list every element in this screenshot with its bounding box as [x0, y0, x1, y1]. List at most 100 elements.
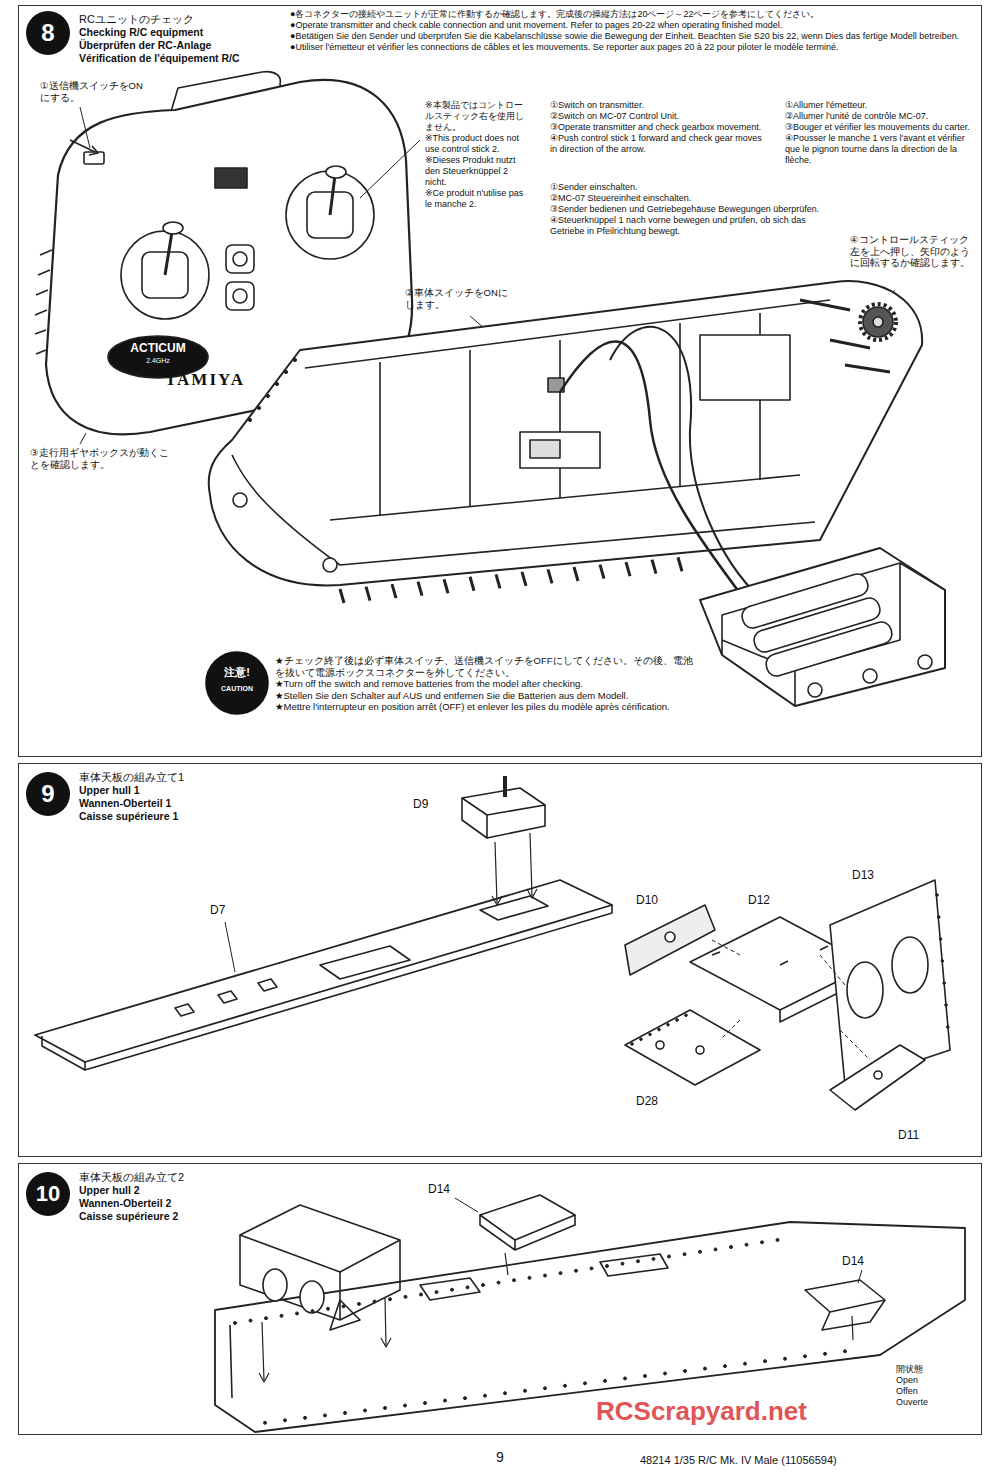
drawing-path: [462, 798, 545, 838]
drawing-path: [259, 1338, 391, 1382]
callout-note: ④コントロールスティック左を上へ押し、矢印のように回転するか確認します。: [850, 234, 972, 269]
drawing-circle: [275, 382, 278, 385]
drawing-path: [480, 1215, 575, 1250]
label-group: ●各コネクターの接続やユニットが正常に作動するか確認します。完成後の操縦方法は2…: [290, 9, 980, 53]
drawing-circle: [206, 652, 268, 714]
drawing-circle: [863, 669, 877, 683]
drawing-circle: [844, 1350, 847, 1353]
drawing-path: [225, 922, 235, 972]
part-number: D10: [636, 893, 676, 908]
drawing-circle: [860, 304, 896, 340]
drawing-path: [712, 946, 828, 965]
drawing-path: [240, 1235, 400, 1320]
drawing-circle: [544, 1274, 547, 1277]
drawing-circle: [761, 1241, 764, 1244]
step-number: 10: [26, 1172, 70, 1216]
label-group: ※本製品ではコントロールスティック右を使用しません。※This product …: [425, 100, 525, 210]
drawing-circle: [824, 1352, 827, 1355]
instruction-step: ④Push control stick 1 forward and check …: [550, 133, 765, 155]
brand-logo: ACTICUM: [118, 341, 198, 356]
drawing-circle: [311, 1310, 314, 1313]
drawing-circle: [685, 1014, 688, 1017]
drawing-path: [175, 1004, 194, 1016]
step-title: Upper hull 2: [79, 1184, 184, 1197]
drawing-circle: [404, 1404, 407, 1407]
drawing-circle: [947, 1026, 950, 1029]
drawing-path: [600, 1254, 668, 1276]
callout-note: ※本製品ではコントロールスティック右を使用しません。: [425, 100, 525, 133]
step-title-jp: RCユニットのチェック: [79, 13, 240, 26]
drawing-circle: [945, 1004, 948, 1007]
instruction-step: ③Operate transmitter and check gearbox m…: [550, 122, 765, 133]
drawing-circle: [637, 1260, 640, 1263]
step-title-jp: 車体天板の組み立て2: [79, 1171, 184, 1184]
drawing-circle: [327, 1307, 330, 1310]
step-number: 8: [26, 11, 70, 55]
drawing-circle: [404, 1295, 407, 1298]
instruction-step: ④Pousser le manche 1 vers l'avant et vér…: [785, 133, 975, 166]
drawing-circle: [504, 1392, 507, 1395]
drawing-path: [858, 1270, 862, 1283]
drawing-circle: [745, 1243, 748, 1246]
drawing-line: [600, 565, 604, 579]
drawing-circle: [941, 960, 944, 963]
brand-logo: 2.4GHz: [118, 357, 198, 366]
drawing-ellipse: [263, 1269, 287, 1301]
label-group: ★チェック終了後は必ず車体スイッチ、送信機スイッチをOFFにしてください。その後…: [275, 655, 695, 713]
drawing-rect: [215, 168, 247, 188]
drawing-circle: [342, 1305, 345, 1308]
drawing-circle: [524, 1389, 527, 1392]
label-group: D28: [636, 1094, 676, 1109]
drawing-line: [340, 589, 344, 603]
label-group: D13: [852, 868, 892, 883]
drawing-circle: [714, 1248, 717, 1251]
drawing-line: [678, 557, 682, 571]
drawing-path: [262, 1298, 386, 1380]
drawing-ellipse: [847, 962, 883, 1018]
step-number-text: 9: [41, 782, 54, 806]
drawing-circle: [304, 1416, 307, 1419]
drawing-circle: [559, 1272, 562, 1275]
drawing-circle: [389, 1298, 392, 1301]
drawing-circle: [631, 1043, 634, 1046]
state-note: 開状態: [896, 1364, 976, 1375]
caution-note: ★Turn off the switch and remove batterie…: [275, 678, 695, 690]
drawing-path: [800, 300, 890, 372]
drawing-path: [35, 250, 52, 354]
label-group: D9: [413, 797, 453, 812]
drawing-line: [652, 560, 656, 574]
brand-name: TAMIYA: [165, 370, 290, 391]
instruction-note: ●Betätigen Sie den Sender und überprüfen…: [290, 31, 980, 42]
drawing-circle: [704, 1367, 707, 1370]
callout-note: ②車体スイッチをONにします。: [405, 287, 513, 310]
drawing-path: [320, 946, 410, 979]
drawing-circle: [234, 1321, 237, 1324]
label-group: 開状態OpenOffenOuverte: [896, 1364, 976, 1408]
drawing-path: [240, 1205, 400, 1272]
drawing-rect: [764, 619, 895, 678]
drawing-line: [574, 567, 578, 581]
label-group: CAUTION: [209, 685, 265, 694]
drawing-path: [80, 433, 86, 444]
drawing-path: [232, 455, 815, 565]
drawing-path: [330, 475, 800, 520]
drawing-line: [470, 577, 474, 591]
drawing-path: [495, 833, 532, 903]
drawing-circle: [683, 1253, 686, 1256]
drawing-path: [852, 1316, 853, 1340]
instruction-step: ②Allumer l'unité de contrôle MC-07.: [785, 111, 975, 122]
drawing-path: [360, 140, 420, 198]
drawing-circle: [233, 289, 247, 303]
step-number-text: 8: [41, 21, 54, 45]
page-number: 9: [475, 1449, 525, 1466]
step-panel: 車体天板の組み立て1Upper hull 1Wannen-Oberteil 1C…: [18, 763, 982, 1157]
drawing-path: [805, 1280, 885, 1312]
drawing-path: [830, 1045, 925, 1110]
drawing-circle: [323, 558, 337, 572]
drawing-circle: [640, 1038, 643, 1041]
drawing-circle: [644, 1374, 647, 1377]
drawing-path: [505, 1253, 508, 1275]
state-note: Offen: [896, 1386, 976, 1397]
step-panel: 車体天板の組み立て2Upper hull 2Wannen-Oberteil 2C…: [18, 1163, 982, 1435]
